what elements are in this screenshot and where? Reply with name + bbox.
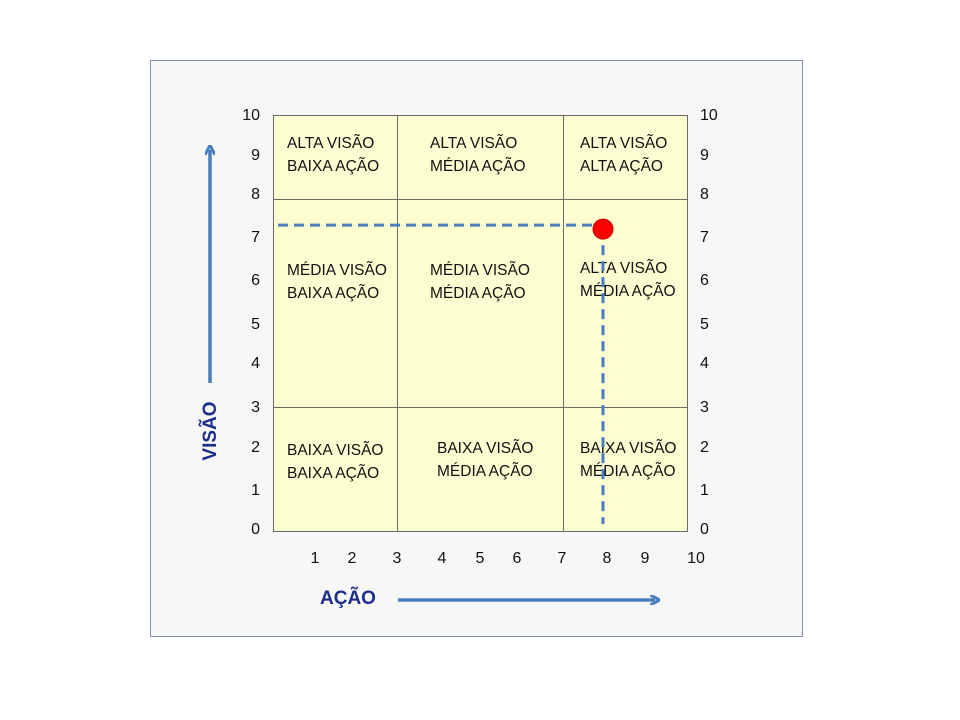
- x-tick: 8: [602, 550, 612, 567]
- cell-baixa-visao-baixa-acao: BAIXA VISÃO BAIXA AÇÃO: [287, 439, 384, 485]
- y-tick-left: 8: [251, 186, 260, 203]
- cell-media-visao-baixa-acao: MÉDIA VISÃO BAIXA AÇÃO: [287, 259, 387, 305]
- y-tick-right: 0: [700, 521, 709, 538]
- cell-line2: MÉDIA AÇÃO: [430, 158, 526, 175]
- x-tick: 6: [512, 550, 522, 567]
- y-tick-right: 3: [700, 399, 709, 416]
- cell-line1: MÉDIA VISÃO: [430, 262, 530, 279]
- y-tick-right: 1: [700, 482, 709, 499]
- cell-line2: BAIXA AÇÃO: [287, 158, 380, 175]
- y-tick-left: 2: [251, 439, 260, 456]
- y-tick-right: 4: [700, 355, 709, 372]
- x-tick: 3: [392, 550, 402, 567]
- x-tick: 10: [687, 550, 705, 567]
- grid-line-horizontal: [273, 199, 688, 200]
- y-tick-left: 10: [242, 107, 260, 124]
- x-tick: 5: [475, 550, 485, 567]
- data-point: [592, 218, 614, 240]
- y-axis-title: VISÃO: [200, 401, 221, 461]
- cell-media-visao-media-acao: MÉDIA VISÃO MÉDIA AÇÃO: [430, 259, 530, 305]
- y-tick-right: 5: [700, 316, 709, 333]
- y-tick-left: 4: [251, 355, 260, 372]
- cell-alta-visao-alta-acao: ALTA VISÃO ALTA AÇÃO: [580, 132, 667, 178]
- y-tick-left: 6: [251, 272, 260, 289]
- cell-alta-visao-media-acao: ALTA VISÃO MÉDIA AÇÃO: [430, 132, 526, 178]
- cell-line1: ALTA VISÃO: [580, 135, 668, 152]
- y-tick-left: 9: [251, 147, 260, 164]
- cell-line2: MÉDIA AÇÃO: [437, 463, 533, 480]
- cell-line2: BAIXA AÇÃO: [287, 465, 380, 482]
- y-tick-right: 7: [700, 229, 709, 246]
- cell-line2: MÉDIA AÇÃO: [430, 285, 526, 302]
- x-tick: 7: [557, 550, 567, 567]
- cell-line1: BAIXA VISÃO: [287, 442, 384, 459]
- y-tick-left: 0: [251, 521, 260, 538]
- y-tick-left: 5: [251, 316, 260, 333]
- cell-baixa-visao-media-acao: BAIXA VISÃO MÉDIA AÇÃO: [437, 437, 534, 483]
- cell-line1: MÉDIA VISÃO: [287, 262, 387, 279]
- y-tick-right: 2: [700, 439, 709, 456]
- y-tick-right: 10: [700, 107, 718, 124]
- y-tick-right: 6: [700, 272, 709, 289]
- y-tick-left: 7: [251, 229, 260, 246]
- grid-line-vertical: [563, 115, 564, 532]
- cell-line1: ALTA VISÃO: [430, 135, 518, 152]
- x-tick: 1: [310, 550, 320, 567]
- x-axis-title: AÇÃO: [320, 588, 376, 609]
- cell-line2: BAIXA AÇÃO: [287, 285, 380, 302]
- cell-alta-visao-baixa-acao: ALTA VISÃO BAIXA AÇÃO: [287, 132, 379, 178]
- x-tick: 2: [347, 550, 357, 567]
- matrix-grid: [273, 115, 688, 532]
- x-tick: 9: [640, 550, 650, 567]
- y-tick-right: 9: [700, 147, 709, 164]
- y-tick-left: 1: [251, 482, 260, 499]
- cell-line2: ALTA AÇÃO: [580, 158, 663, 175]
- cell-line1: ALTA VISÃO: [287, 135, 375, 152]
- grid-line-horizontal: [273, 407, 688, 408]
- y-tick-left: 3: [251, 399, 260, 416]
- y-tick-right: 8: [700, 186, 709, 203]
- cell-line1: BAIXA VISÃO: [437, 440, 534, 457]
- grid-line-vertical: [397, 115, 398, 532]
- x-tick: 4: [437, 550, 447, 567]
